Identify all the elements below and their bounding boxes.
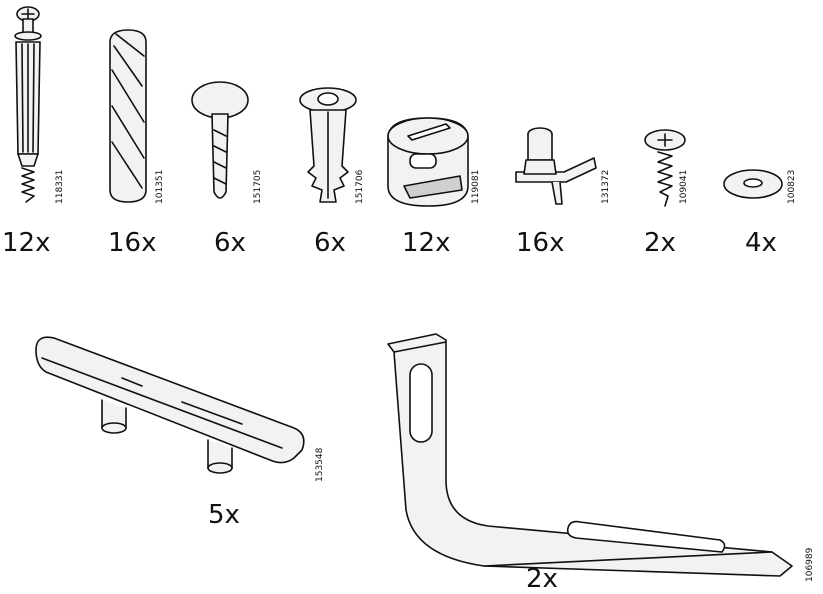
quantity-washer: 4x	[745, 228, 777, 258]
quantity-angle-bracket: 2x	[526, 564, 558, 594]
shelf-support-illustration	[508, 124, 598, 210]
quantity-wood-dowel: 16x	[108, 228, 157, 258]
part-code-bracket-bar: 153548	[315, 447, 325, 482]
quantity-shelf-support: 16x	[516, 228, 565, 258]
cam-lock-illustration	[384, 114, 472, 210]
bracket-bar-illustration	[32, 328, 312, 484]
wood-dowel-illustration	[106, 26, 150, 206]
part-code-shelf-support: 131372	[601, 169, 611, 204]
part-code-cam-lock: 119081	[471, 169, 481, 204]
part-code-cam-bolt: 118331	[55, 169, 65, 204]
angle-bracket-illustration	[384, 330, 804, 580]
part-code-shelf-pin: 151705	[253, 169, 263, 204]
quantity-cam-lock: 12x	[402, 228, 451, 258]
screw-illustration	[642, 128, 688, 210]
quantity-bracket-bar: 5x	[208, 500, 240, 530]
quantity-shelf-pin: 6x	[214, 228, 246, 258]
part-code-screw: 109041	[679, 169, 689, 204]
part-code-washer: 100823	[787, 169, 797, 204]
quantity-screw: 2x	[644, 228, 676, 258]
cam-bolt-illustration	[8, 4, 48, 204]
quantity-hinge-plug: 6x	[314, 228, 346, 258]
washer-illustration	[722, 166, 784, 202]
quantity-cam-bolt: 12x	[2, 228, 51, 258]
hinge-plug-illustration	[296, 86, 360, 210]
part-code-wood-dowel: 101351	[155, 169, 165, 204]
shelf-pin-illustration	[188, 80, 252, 210]
part-code-angle-bracket: 106989	[805, 547, 815, 582]
part-code-hinge-plug: 151706	[355, 169, 365, 204]
